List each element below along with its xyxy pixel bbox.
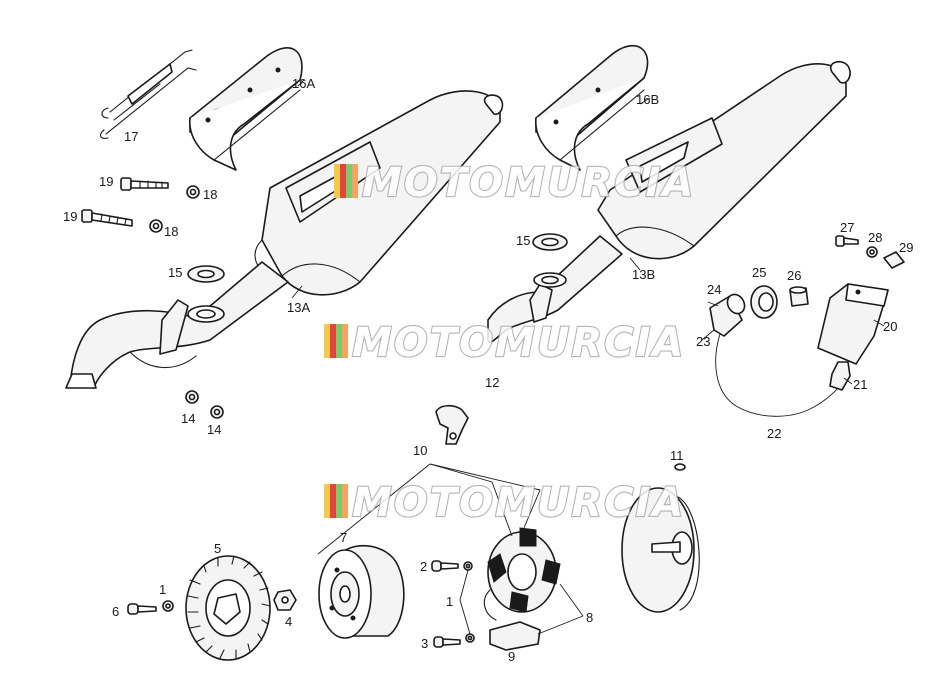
washer-11 (674, 463, 686, 471)
callout-1-left: 1 (159, 582, 166, 597)
clip-29 (883, 251, 905, 269)
ignition-coil-20 (817, 283, 889, 391)
callout-13a: 13A (287, 300, 310, 315)
bolt-19-lower (81, 209, 133, 227)
callout-17: 17 (124, 129, 138, 144)
muffler-13a (254, 90, 504, 296)
exhaust-pipe-13a (65, 261, 289, 389)
callout-28: 28 (868, 230, 882, 245)
boot-25 (750, 285, 778, 319)
callout-13b: 13B (632, 267, 655, 282)
screw-3 (433, 636, 461, 648)
nut-4 (273, 589, 297, 611)
callout-19-upper: 19 (99, 174, 113, 189)
nut-14-right (210, 405, 224, 419)
callout-15-left: 15 (168, 265, 182, 280)
callout-14-left: 14 (181, 411, 195, 426)
grommet-26 (789, 286, 809, 307)
callout-23: 23 (696, 334, 710, 349)
heat-shield-16b (535, 44, 649, 171)
callout-14-right: 14 (207, 422, 221, 437)
callout-1-middle: 1 (446, 594, 453, 609)
callout-20: 20 (883, 319, 897, 334)
callout-29: 29 (899, 240, 913, 255)
screw-2 (431, 560, 459, 572)
callout-16a: 16A (292, 76, 315, 91)
callout-5: 5 (214, 541, 221, 556)
nut-18-upper (186, 185, 200, 199)
callout-labels: 16A 17 19 18 19 18 15 13A 14 14 16B 15 1… (63, 76, 913, 664)
cover-11 (621, 487, 700, 613)
spark-plug-cap-24 (709, 293, 746, 337)
callout-3: 3 (421, 636, 428, 651)
callout-12: 12 (485, 375, 499, 390)
callout-24: 24 (707, 282, 721, 297)
nut-18-lower (149, 219, 163, 233)
callout-21: 21 (853, 377, 867, 392)
callout-18-lower: 18 (164, 224, 178, 239)
callout-9: 9 (508, 649, 515, 664)
bracket-rods-17 (99, 49, 197, 139)
callout-26: 26 (787, 268, 801, 283)
muffler-13b (597, 60, 851, 260)
callout-10: 10 (413, 443, 427, 458)
callout-4: 4 (285, 614, 292, 629)
callout-18-upper: 18 (203, 187, 217, 202)
callout-27: 27 (840, 220, 854, 235)
watermark-2: MOTOMURCIA (324, 319, 685, 367)
bracket-12 (435, 404, 469, 445)
callout-22: 22 (767, 426, 781, 441)
callout-6: 6 (112, 604, 119, 619)
flywheel-fan-5 (185, 555, 271, 661)
stator-8 (483, 527, 561, 621)
pickup-9 (489, 621, 541, 651)
screw-27 (835, 235, 859, 247)
gasket-15-right (532, 233, 568, 251)
leader-lines (291, 79, 885, 635)
watermark-1: MOTOMURCIA (334, 159, 695, 207)
callout-16b: 16B (636, 92, 659, 107)
callout-25: 25 (752, 265, 766, 280)
watermark-text: MOTOMURCIA (352, 480, 685, 526)
callout-19-lower: 19 (63, 209, 77, 224)
rotor-7 (318, 544, 405, 639)
callout-11: 11 (670, 448, 684, 463)
watermark-3: MOTOMURCIA (324, 479, 685, 527)
callout-8: 8 (586, 610, 593, 625)
callout-15-right: 15 (516, 233, 530, 248)
callout-2: 2 (420, 559, 427, 574)
nut-14-left (185, 390, 199, 404)
washer-1-upper (463, 561, 473, 571)
screw-6 (127, 603, 157, 615)
bolt-19-upper (120, 177, 169, 191)
heat-shield-16a (189, 47, 303, 171)
hv-cable-22 (715, 333, 851, 417)
gasket-15-left (187, 265, 225, 283)
washer-28 (866, 246, 878, 258)
washer-1-lower (465, 633, 475, 643)
callout-7: 7 (340, 530, 347, 545)
exhaust-pipe-13b (487, 235, 623, 343)
watermark-text: MOTOMURCIA (362, 160, 695, 206)
watermark-text: MOTOMURCIA (352, 320, 685, 366)
washer-1-left (162, 600, 174, 612)
